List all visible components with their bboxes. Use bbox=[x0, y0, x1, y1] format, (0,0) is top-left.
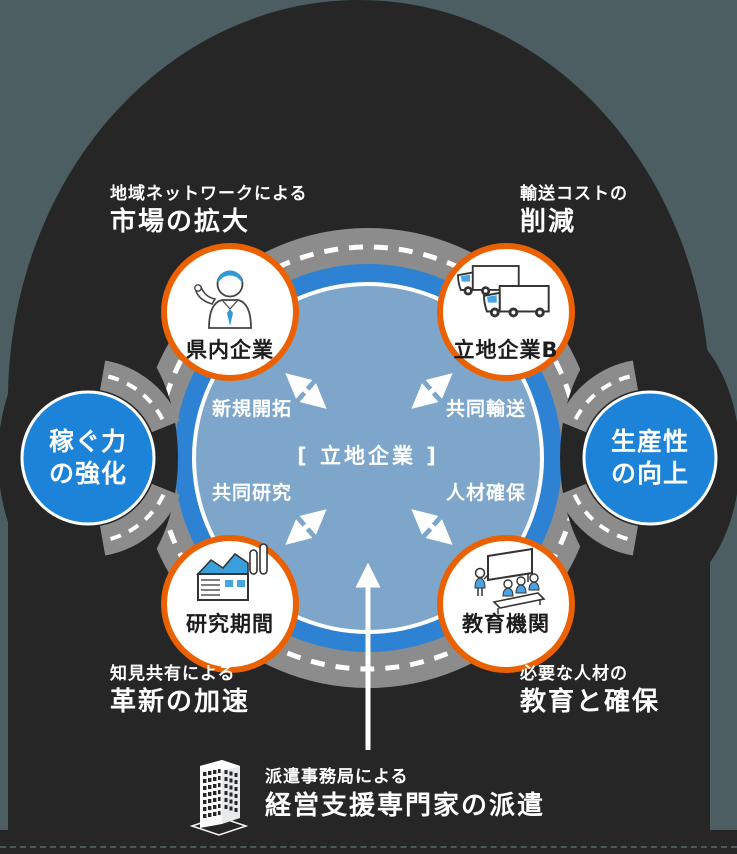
factory-icon bbox=[196, 543, 268, 601]
heading-top-left: 地域ネットワークによる 市場の拡大 bbox=[110, 182, 308, 239]
right-goal-label: 生産性 の向上 bbox=[584, 426, 716, 490]
right-goal-circle bbox=[582, 390, 718, 526]
left-goal-line1: 稼ぐ力 bbox=[48, 427, 127, 456]
node-label-research: 研究期間 bbox=[186, 612, 274, 636]
center-company-title: [ 立地企業 ] bbox=[297, 444, 439, 468]
bottom-strip bbox=[0, 830, 737, 854]
relation-new-business: 新規開拓 bbox=[211, 398, 292, 420]
right-goal-line1: 生産性 bbox=[610, 427, 689, 456]
right-goal-line2: の向上 bbox=[610, 459, 689, 488]
heading-bottom-left-line1: 知見共有による bbox=[110, 664, 236, 684]
heading-bottom-right-line1: 必要な人材の bbox=[520, 664, 628, 684]
relation-joint-transport: 共同輸送 bbox=[445, 398, 526, 420]
classroom-icon bbox=[474, 547, 546, 614]
heading-bottom-right: 必要な人材の 教育と確保 bbox=[520, 662, 660, 719]
heading-top-left-line2: 市場の拡大 bbox=[110, 207, 251, 237]
heading-bottom-left: 知見共有による 革新の加速 bbox=[110, 662, 250, 719]
heading-bottom-right-line2: 教育と確保 bbox=[520, 687, 661, 717]
heading-bottom-left-line2: 革新の加速 bbox=[110, 687, 251, 717]
node-label-prefecture-companies: 県内企業 bbox=[186, 338, 274, 362]
partner-node-circles bbox=[161, 243, 575, 673]
heading-top-right-line1: 輸送コストの bbox=[520, 184, 628, 204]
relation-joint-research: 共同研究 bbox=[211, 482, 292, 504]
node-label-education: 教育機関 bbox=[462, 612, 550, 636]
heading-top-left-line1: 地域ネットワークによる bbox=[110, 184, 308, 204]
bottom-note-line1: 派遣事務局による bbox=[265, 767, 409, 787]
node-label-located-company-b: 立地企業B bbox=[453, 338, 559, 362]
left-goal-circle bbox=[20, 390, 156, 526]
bottom-note: 派遣事務局による 経営支援専門家の派遣 bbox=[265, 766, 545, 823]
next-section-dashed-edge bbox=[0, 846, 737, 848]
bottom-note-line2: 経営支援専門家の派遣 bbox=[265, 791, 546, 821]
exchange-arrows bbox=[285, 373, 453, 750]
heading-top-right-line2: 削減 bbox=[520, 207, 577, 237]
office-building-icon bbox=[189, 760, 249, 836]
left-goal-line2: の強化 bbox=[48, 459, 127, 488]
businessman-icon bbox=[194, 270, 252, 329]
left-goal-label: 稼ぐ力 の強化 bbox=[22, 426, 154, 490]
heading-top-right: 輸送コストの 削減 bbox=[520, 182, 628, 239]
relation-talent-securing: 人材確保 bbox=[445, 482, 526, 504]
